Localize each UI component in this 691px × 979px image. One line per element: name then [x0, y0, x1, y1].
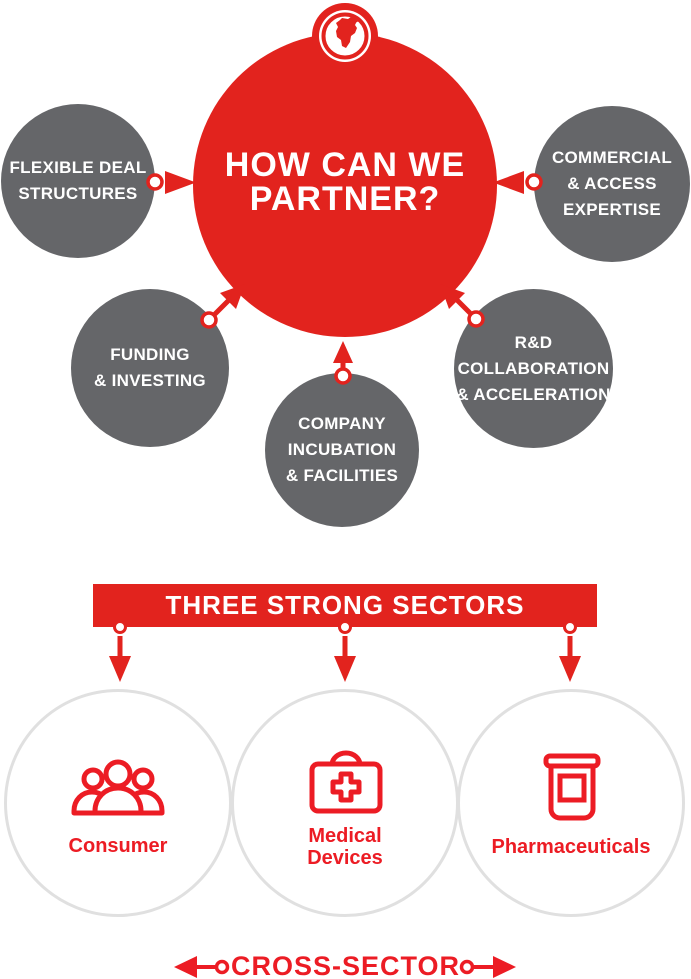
satellite-funding-investing: FUNDING & INVESTING — [71, 289, 229, 447]
sectors-banner: THREE STRONG SECTORS — [93, 584, 597, 627]
arrow-banner-to-consumer — [109, 620, 131, 682]
cross-sector-label: CROSS-SECTOR — [230, 951, 461, 979]
sector-label-pharmaceuticals: Pharmaceuticals — [491, 836, 651, 858]
first-aid-kit-icon — [308, 747, 384, 820]
satellite-rd-collaboration-acceleration: R&D COLLABORATION & ACCELERATION — [454, 289, 613, 448]
satellite-label: FLEXIBLE DEAL STRUCTURES — [9, 158, 147, 203]
sector-label-consumer: Consumer — [68, 835, 168, 857]
satellite-commercial-access-expertise: COMMERCIAL & ACCESS EXPERTISE — [534, 106, 690, 262]
satellite-label: COMMERCIAL & ACCESS EXPERTISE — [551, 148, 673, 219]
arrow-banner-to-medical-devices — [334, 620, 356, 682]
satellite-label: COMPANY INCUBATION & FACILITIES — [285, 414, 399, 485]
people-icon — [69, 754, 167, 821]
satellite-label: FUNDING & INVESTING — [94, 345, 206, 390]
satellite-label: R&D COLLABORATION & ACCELERATION — [456, 332, 611, 404]
pill-bottle-icon — [543, 753, 601, 830]
satellite-flexible-deal-structures: FLEXIBLE DEAL STRUCTURES — [1, 104, 155, 258]
sector-label-medical-devices: Medical Devices — [307, 825, 383, 869]
sectors-banner-label: THREE STRONG SECTORS — [165, 590, 525, 620]
satellite-company-incubation-facilities: COMPANY INCUBATION & FACILITIES — [265, 373, 419, 527]
sector-circle-pharmaceuticals: Pharmaceuticals — [457, 689, 685, 917]
center-circle: HOW CAN WE PARTNER? — [193, 33, 497, 337]
sector-circle-consumer: Consumer — [4, 689, 232, 917]
center-title: HOW CAN WE PARTNER? — [224, 146, 466, 218]
sector-circle-medical-devices: Medical Devices — [231, 689, 459, 917]
arrow-flexible-to-center — [146, 171, 196, 194]
globe-icon — [312, 3, 378, 69]
arrow-banner-to-pharmaceuticals — [559, 620, 581, 682]
